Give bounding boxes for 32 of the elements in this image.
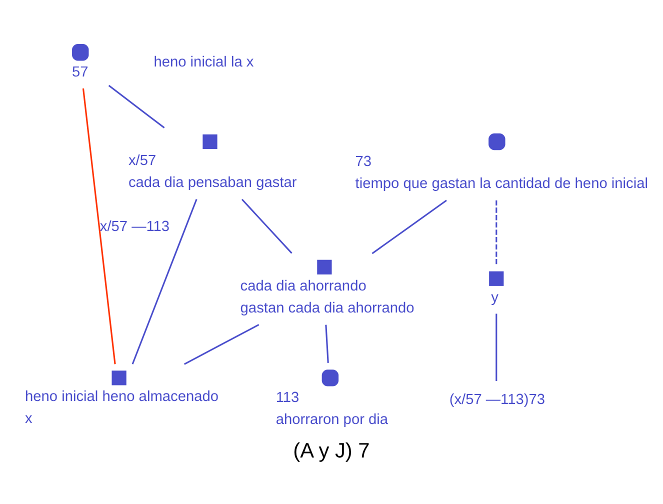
node-label: gastan cada dia ahorrando <box>240 300 414 316</box>
node-box <box>202 134 218 149</box>
connector <box>325 324 329 363</box>
node-label: x <box>24 410 32 427</box>
node-label: heno inicial heno almacenado <box>24 388 219 405</box>
connector <box>108 84 165 128</box>
node-label: 57 <box>72 64 88 80</box>
node-label: cada dia pensaban gastar <box>128 174 297 190</box>
connector <box>132 198 198 364</box>
node-label: x/57 <box>128 152 156 168</box>
node-box <box>489 270 504 286</box>
node-box <box>112 370 126 385</box>
node-octagon <box>322 369 339 386</box>
node-label: 73 <box>355 153 372 170</box>
node-label: y <box>491 289 498 306</box>
node-label: 113 <box>276 390 300 406</box>
edge-label: x/57 —113 <box>100 218 170 234</box>
node-label: cada dia ahorrando <box>240 278 366 294</box>
connector <box>496 200 498 264</box>
connector <box>82 88 116 364</box>
node-octagon <box>72 43 89 60</box>
node-box <box>317 259 332 274</box>
label: heno inicial la x <box>154 54 254 70</box>
node-octagon <box>488 132 506 150</box>
node-text: (x/57 —113)73 <box>449 391 546 408</box>
connector <box>496 313 498 380</box>
caption: (A y J) 7 <box>293 438 370 462</box>
node-label: ahorraron por dia <box>276 412 388 428</box>
connector <box>184 323 260 364</box>
connector <box>372 199 447 254</box>
connector <box>241 198 292 254</box>
node-label: tiempo que gastan la cantidad de heno inicial <box>355 175 648 192</box>
